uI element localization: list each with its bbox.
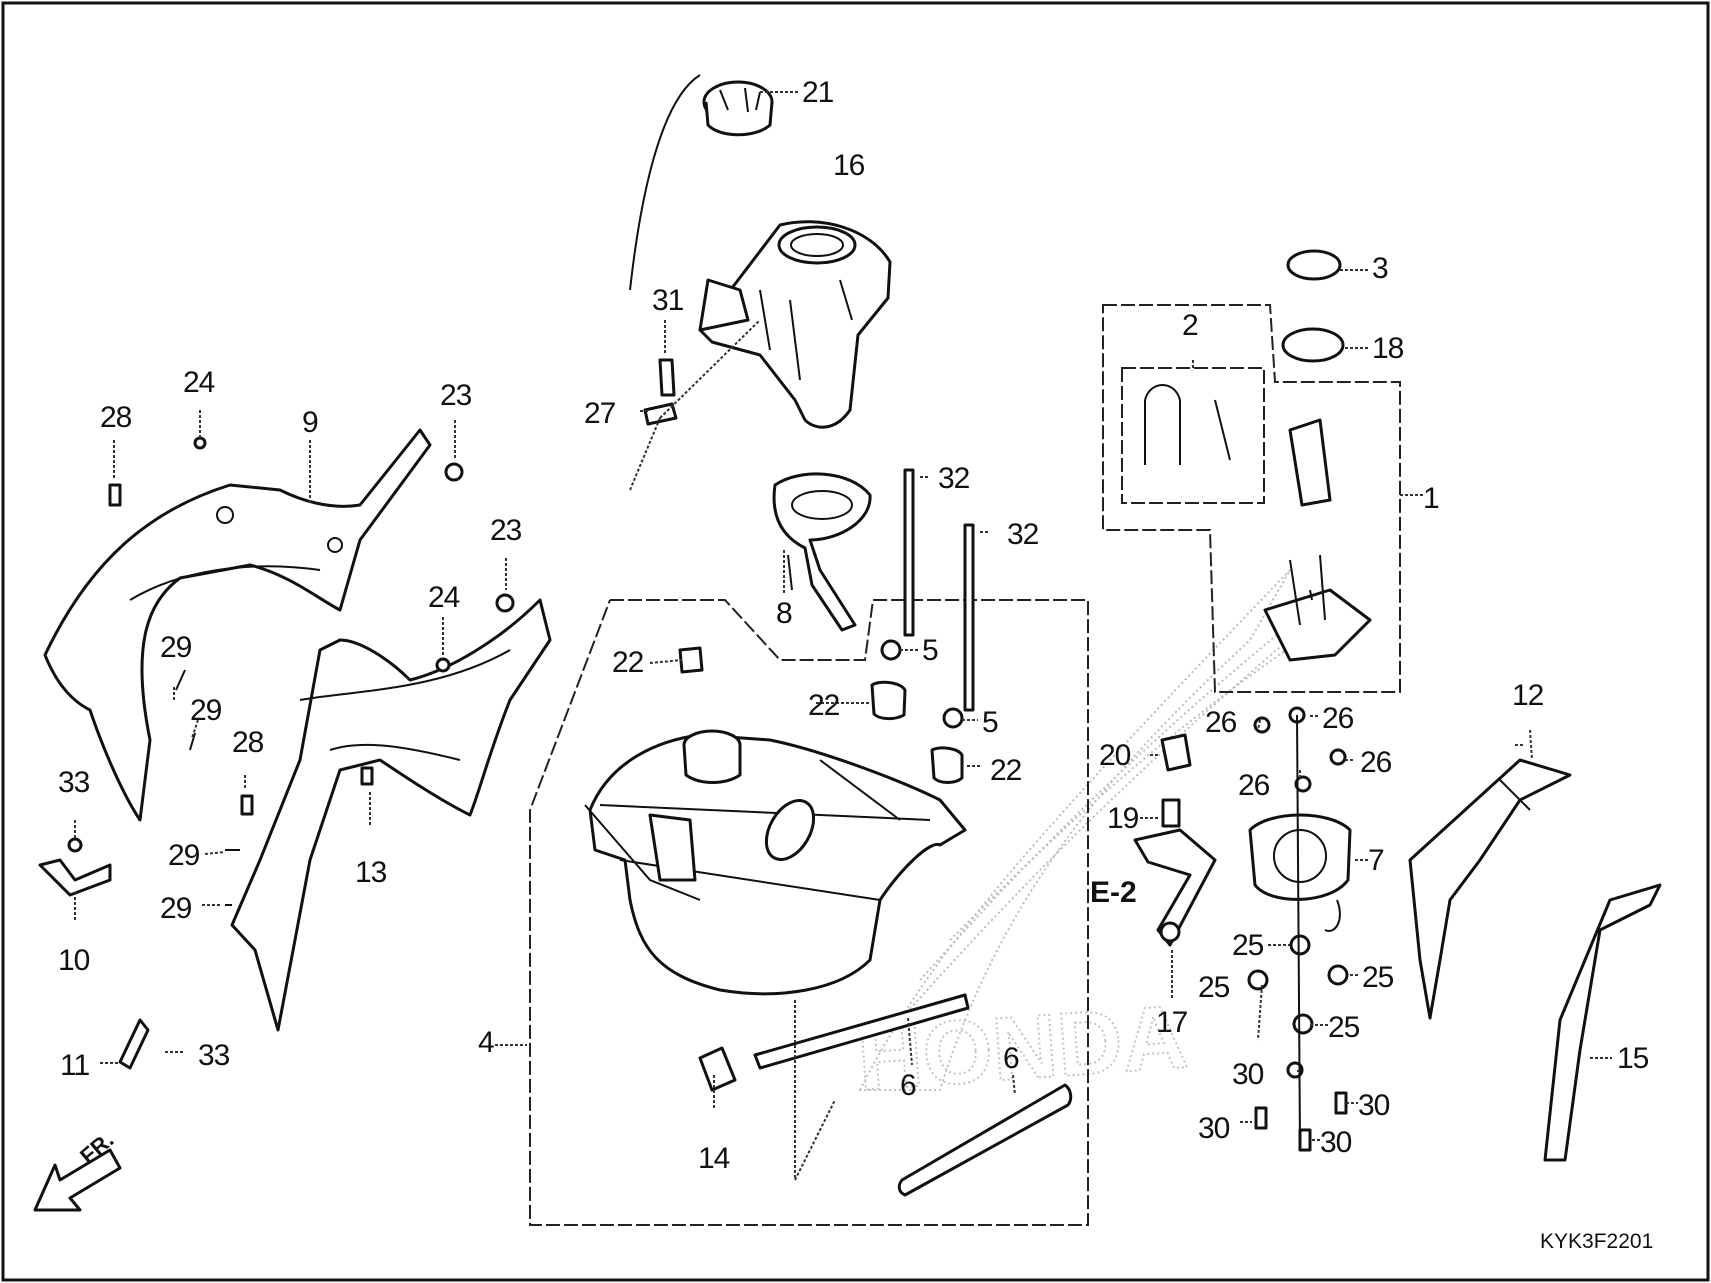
- callout-29b: 29: [190, 694, 222, 727]
- callout-13: 13: [355, 856, 387, 889]
- part-8-filler-drain: [772, 472, 872, 632]
- callout-32a: 32: [938, 462, 970, 495]
- callout-30c: 30: [1198, 1112, 1230, 1145]
- callout-2: 2: [1182, 309, 1198, 342]
- callout-12: 12: [1512, 679, 1544, 712]
- part-6-strips: [753, 993, 1073, 1197]
- small-fasteners: [38, 436, 515, 1070]
- callout-14: 14: [698, 1142, 730, 1175]
- callout-27: 27: [584, 397, 616, 430]
- subassembly-2-box: [1121, 367, 1265, 504]
- drawing-code: KYK3F2201: [1540, 1230, 1653, 1253]
- honda-wing-watermark: HONDA: [853, 569, 1331, 1111]
- callout-8: 8: [776, 597, 792, 630]
- callout-22a: 22: [612, 646, 644, 679]
- callout-26c: 26: [1360, 746, 1392, 779]
- callout-30d: 30: [1320, 1126, 1352, 1159]
- callout-32b: 32: [1007, 518, 1039, 551]
- callout-33a: 33: [58, 766, 90, 799]
- part-1-fuel-pump: [1144, 249, 1372, 662]
- part-4-fuel-tank: [584, 729, 967, 996]
- callout-25d: 25: [1328, 1011, 1360, 1044]
- callout-22b: 22: [808, 689, 840, 722]
- part-13-side-panel: [230, 598, 552, 1032]
- part-17-bracket: [1133, 733, 1217, 947]
- callout-3: 3: [1372, 252, 1388, 285]
- callout-30b: 30: [1358, 1089, 1390, 1122]
- callout-19: 19: [1107, 802, 1139, 835]
- callout-25c: 25: [1362, 961, 1394, 994]
- part-14-pad: [698, 1046, 737, 1092]
- callout-33b: 33: [198, 1039, 230, 1072]
- callout-18: 18: [1372, 332, 1404, 365]
- callout-26b: 26: [1322, 702, 1354, 735]
- callout-17: 17: [1156, 1006, 1188, 1039]
- front-arrow-icon: FR.: [33, 1127, 122, 1212]
- part-31-27-fasteners: [629, 319, 761, 491]
- callout-21: 21: [802, 76, 834, 109]
- leader-lines: [74, 91, 1612, 1141]
- callout-22c: 22: [990, 754, 1022, 787]
- callout-31: 31: [652, 284, 684, 317]
- callout-24a: 24: [183, 366, 215, 399]
- callout-5b: 5: [982, 706, 998, 739]
- callout-20: 20: [1099, 739, 1131, 772]
- callout-5a: 5: [922, 634, 938, 667]
- callout-16: 16: [833, 149, 865, 182]
- callout-11: 11: [60, 1049, 89, 1082]
- callout-23a: 23: [440, 379, 472, 412]
- callout-4: 4: [478, 1026, 494, 1059]
- callout-1: 1: [1423, 482, 1439, 515]
- callout-labels: 1 2 3 4 5 5 6 6 7 8 9 10 11 12 13 14 15 …: [58, 76, 1650, 1175]
- section-reference: E-2: [1090, 876, 1137, 909]
- callout-10: 10: [58, 944, 90, 977]
- callout-28a: 28: [100, 401, 132, 434]
- callout-24b: 24: [428, 581, 460, 614]
- callout-30a: 30: [1232, 1058, 1264, 1091]
- part-21-fuel-cap: [629, 74, 774, 291]
- callout-29d: 29: [160, 892, 192, 925]
- callout-28b: 28: [232, 726, 264, 759]
- callout-6a: 6: [900, 1069, 916, 1102]
- tank-group-box: [529, 599, 1089, 1226]
- part-15-right-panel: [1543, 883, 1662, 1162]
- callout-26a: 26: [1205, 706, 1237, 739]
- callout-6b: 6: [1003, 1042, 1019, 1075]
- part-16-tank-cover: [698, 220, 892, 429]
- callout-29c: 29: [168, 839, 200, 872]
- part-22-rubber-mounts: [678, 646, 964, 784]
- pump-group-box: [1102, 304, 1401, 693]
- part-9-side-cover: [43, 428, 432, 822]
- callout-25a: 25: [1232, 929, 1264, 962]
- part-12-right-cover: [1408, 758, 1572, 1020]
- callout-23b: 23: [490, 514, 522, 547]
- callout-26d: 26: [1238, 769, 1270, 802]
- callout-15: 15: [1617, 1042, 1649, 1075]
- callout-25b: 25: [1198, 971, 1230, 1004]
- callout-7: 7: [1368, 844, 1384, 877]
- fuel-pump-nuts-bolts: [1247, 706, 1349, 1152]
- part-7-set-plate: [1248, 813, 1352, 932]
- callout-9: 9: [302, 406, 318, 439]
- callout-29a: 29: [160, 631, 192, 664]
